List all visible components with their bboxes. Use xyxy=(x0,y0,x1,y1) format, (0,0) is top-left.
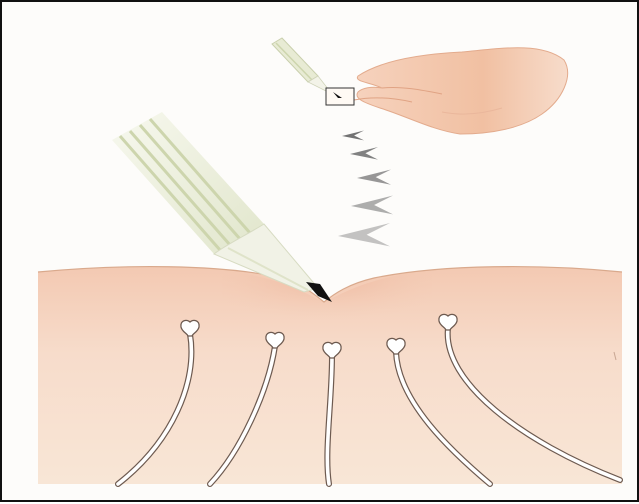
pressure-arrow xyxy=(350,147,378,160)
small-pencil xyxy=(272,38,332,94)
hand xyxy=(354,48,568,134)
magnify-box xyxy=(326,88,354,105)
pressure-arrow xyxy=(342,131,364,141)
pressure-arrow xyxy=(357,170,391,185)
pressure-arrow xyxy=(351,196,393,215)
pressure-arrows xyxy=(338,131,393,247)
pressure-arrow xyxy=(338,223,390,246)
